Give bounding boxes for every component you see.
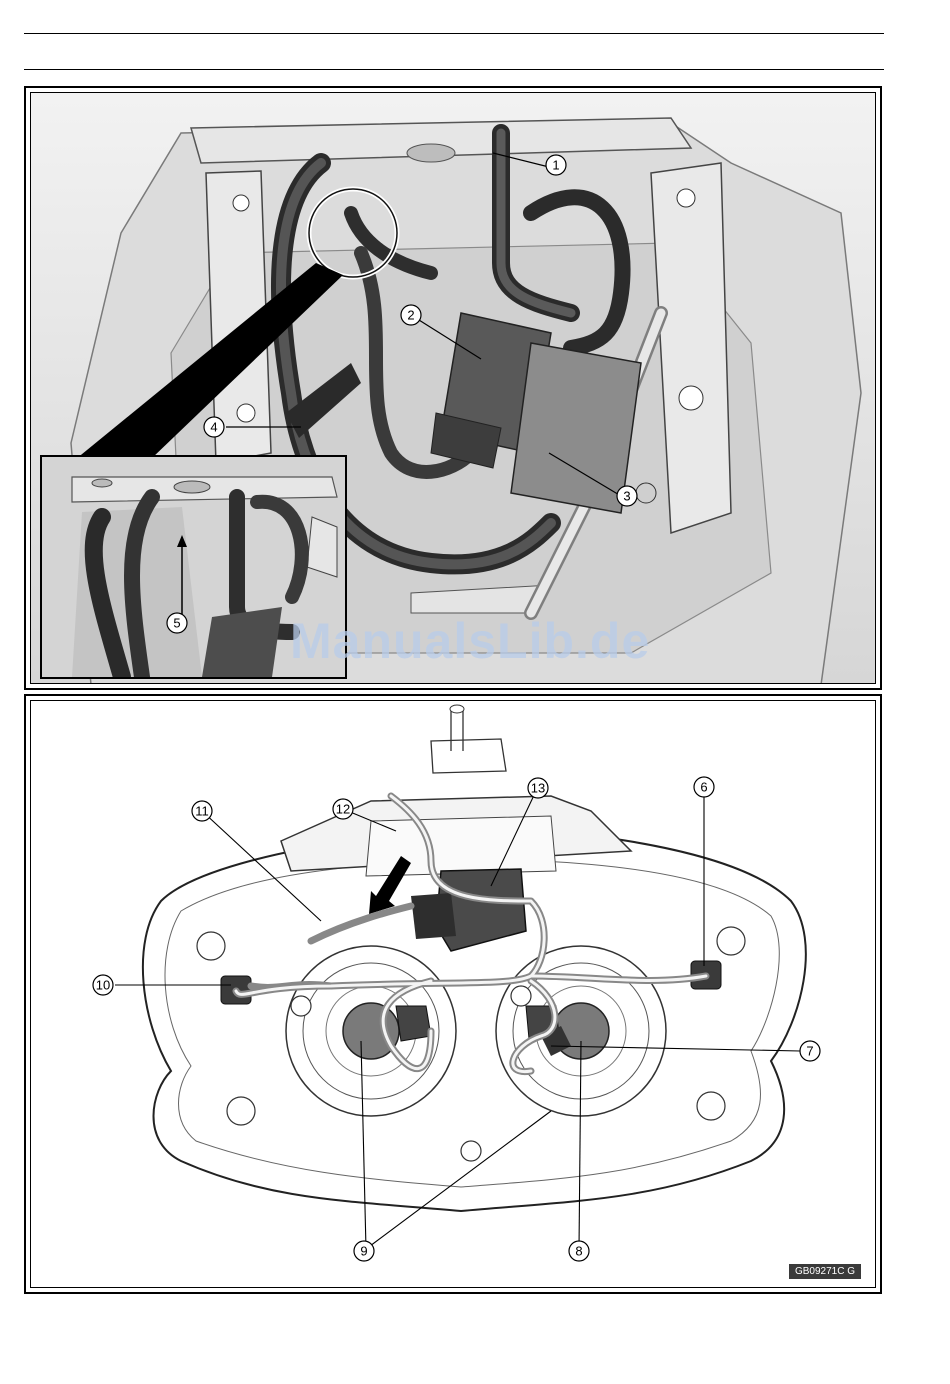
header-rule-top [24,33,884,34]
figure-bottom: 6 7 8 9 10 11 [24,694,882,1294]
callout-3: 3 [617,486,637,506]
svg-text:6: 6 [700,780,707,795]
svg-text:7: 7 [806,1044,813,1059]
callout-11: 11 [192,801,212,821]
callout-4: 4 [204,417,224,437]
callout-9: 9 [354,1241,374,1261]
svg-text:12: 12 [336,802,350,817]
svg-text:13: 13 [531,781,545,796]
svg-text:10: 10 [96,978,110,993]
callout-10: 10 [93,975,113,995]
figure-code: GB09271C G [789,1264,861,1279]
svg-text:9: 9 [360,1244,367,1259]
svg-text:5: 5 [173,616,180,631]
figure-top: 1 2 3 4 [24,86,882,690]
callout-12: 12 [333,799,353,819]
svg-text:2: 2 [407,308,414,323]
callout-7: 7 [800,1041,820,1061]
svg-text:8: 8 [575,1244,582,1259]
svg-text:11: 11 [195,804,209,819]
callout-2: 2 [401,305,421,325]
callout-8: 8 [569,1241,589,1261]
svg-text:3: 3 [623,489,630,504]
svg-text:1: 1 [552,158,559,173]
callout-1: 1 [546,155,566,175]
callout-5: 5 [167,613,187,633]
callout-13: 13 [528,778,548,798]
header-rule-bottom [24,69,884,70]
svg-text:4: 4 [210,420,217,435]
watermark: ManualsLib.de [290,612,650,670]
figure-bottom-frame: 6 7 8 9 10 11 [30,700,876,1288]
figure-top-frame: 1 2 3 4 [30,92,876,684]
callout-6: 6 [694,777,714,797]
figure-bottom-illustration: 6 7 8 9 10 11 [31,701,876,1288]
